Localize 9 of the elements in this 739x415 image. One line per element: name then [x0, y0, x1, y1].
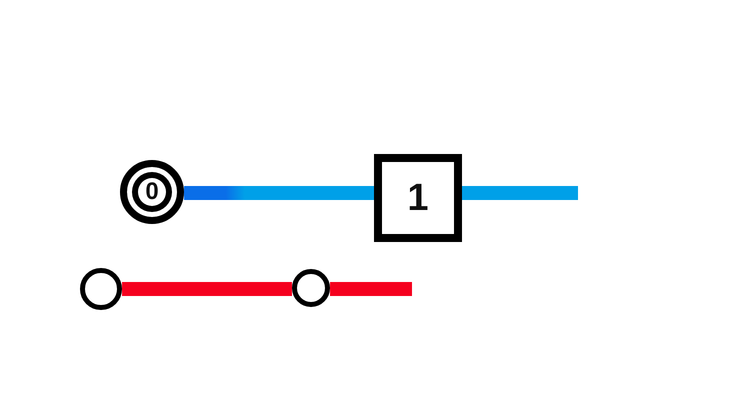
station-circle	[80, 268, 122, 310]
line-connector	[122, 282, 292, 296]
node-label: 0	[145, 178, 159, 206]
line-connector	[184, 186, 374, 200]
square-box	[374, 154, 462, 242]
node-label: 1	[407, 176, 429, 220]
line-connector	[462, 186, 578, 200]
line-connector	[330, 282, 412, 296]
station-circle	[292, 269, 330, 307]
